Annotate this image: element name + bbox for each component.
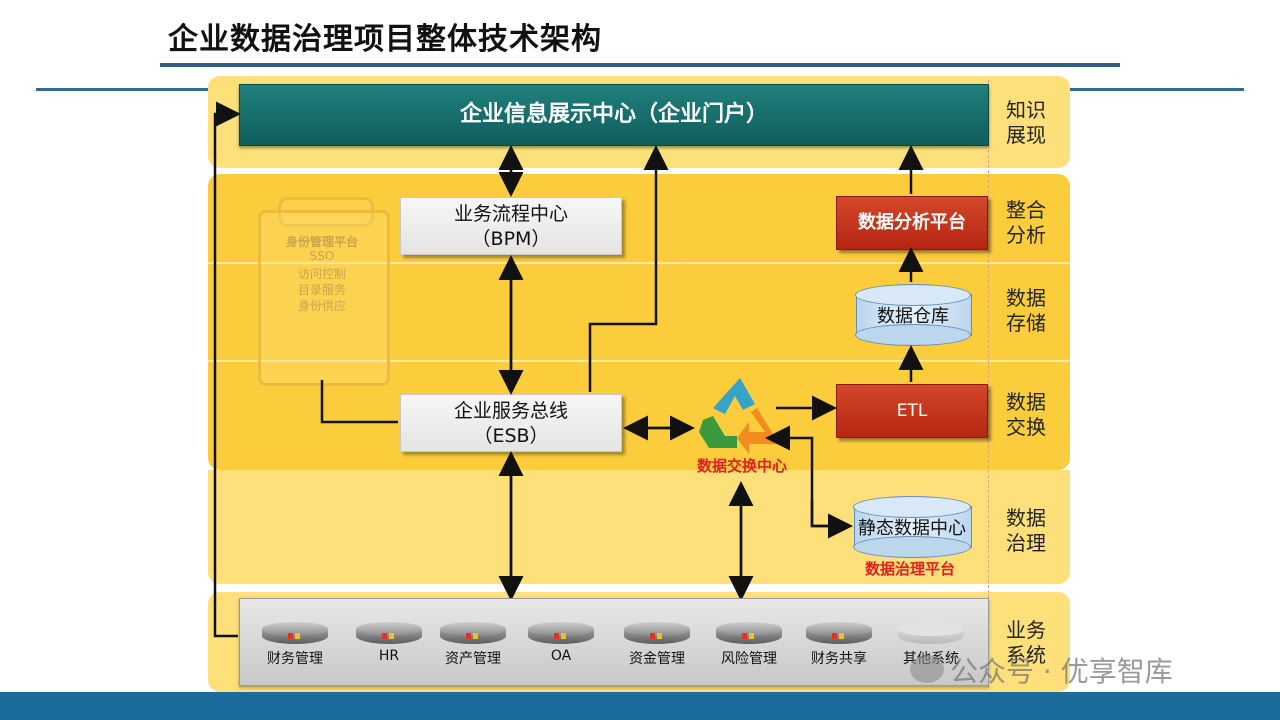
identity-title: 身份管理平台 — [285, 235, 358, 249]
esb-label: 企业服务总线 — [453, 400, 568, 422]
bpm-label: 业务流程中心 — [453, 203, 568, 225]
system-label: HR — [378, 648, 400, 664]
enterprise-portal: 企业信息展示中心（企业门户） — [239, 84, 989, 146]
band-divider-1 — [208, 262, 1070, 264]
identity-esb-connector — [320, 380, 398, 424]
server-icon — [528, 622, 594, 648]
label-column-divider — [988, 80, 989, 688]
static-data-center-cylinder: 静态数据中心 — [853, 496, 972, 558]
esb-box: 企业服务总线 （ESB） — [400, 394, 622, 452]
layer-label-exchange: 数据 交换 — [1006, 390, 1046, 439]
arrow-static-exchange — [765, 425, 850, 528]
layer-label-knowledge: 知识 展现 — [1006, 98, 1046, 147]
exchange-center-label: 数据交换中心 — [696, 457, 787, 475]
server-icon — [624, 622, 690, 648]
layer-label-storage: 数据 存储 — [1006, 286, 1046, 335]
layer-label-governance: 数据 治理 — [1006, 506, 1046, 555]
identity-item: 目录服务 — [297, 283, 346, 297]
analysis-platform-box: 数据分析平台 — [836, 196, 988, 250]
arrow-esb-portal — [588, 145, 669, 392]
layer-label-business: 业务 系统 — [1006, 618, 1046, 667]
server-icon — [716, 622, 782, 648]
etl-box: ETL — [836, 384, 988, 438]
page-title: 企业数据治理项目整体技术架构 — [168, 22, 602, 57]
system-label: 资产管理 — [445, 651, 501, 667]
system-label: 资金管理 — [629, 651, 685, 667]
system-label: OA — [550, 648, 572, 664]
esb-sublabel: （ESB） — [473, 425, 549, 447]
layer-label-integration: 整合 分析 — [1006, 198, 1046, 247]
wechat-icon — [910, 655, 944, 683]
identity-item: 身份供应 — [297, 299, 346, 313]
governance-platform-label: 数据治理平台 — [864, 560, 955, 578]
server-icon — [806, 622, 872, 648]
server-icon — [262, 622, 328, 648]
system-label: 风险管理 — [721, 651, 777, 667]
business-systems-bar — [239, 598, 989, 686]
band-divider-2 — [208, 360, 1070, 362]
static-data-center-label: 静态数据中心 — [858, 518, 966, 539]
system-label: 财务管理 — [267, 651, 323, 667]
arrow-systems-portal — [213, 101, 241, 638]
bpm-box: 业务流程中心 （BPM） — [400, 197, 622, 255]
identity-item: SSO — [309, 249, 335, 263]
arrow-exchange-static — [810, 500, 853, 539]
identity-panel — [258, 210, 390, 386]
identity-item: 访问控制 — [297, 267, 346, 281]
data-warehouse-label: 数据仓库 — [877, 306, 949, 327]
footer-bar — [0, 692, 1280, 720]
data-warehouse-cylinder: 数据仓库 — [855, 284, 972, 346]
bpm-sublabel: （BPM） — [471, 228, 551, 250]
title-underline — [160, 63, 1120, 67]
server-icon — [440, 622, 506, 648]
server-icon — [356, 622, 422, 648]
watermark: 公众号 · 优享智库 — [950, 655, 1173, 688]
system-label: 财务共享 — [811, 651, 867, 667]
server-icon — [898, 622, 964, 648]
